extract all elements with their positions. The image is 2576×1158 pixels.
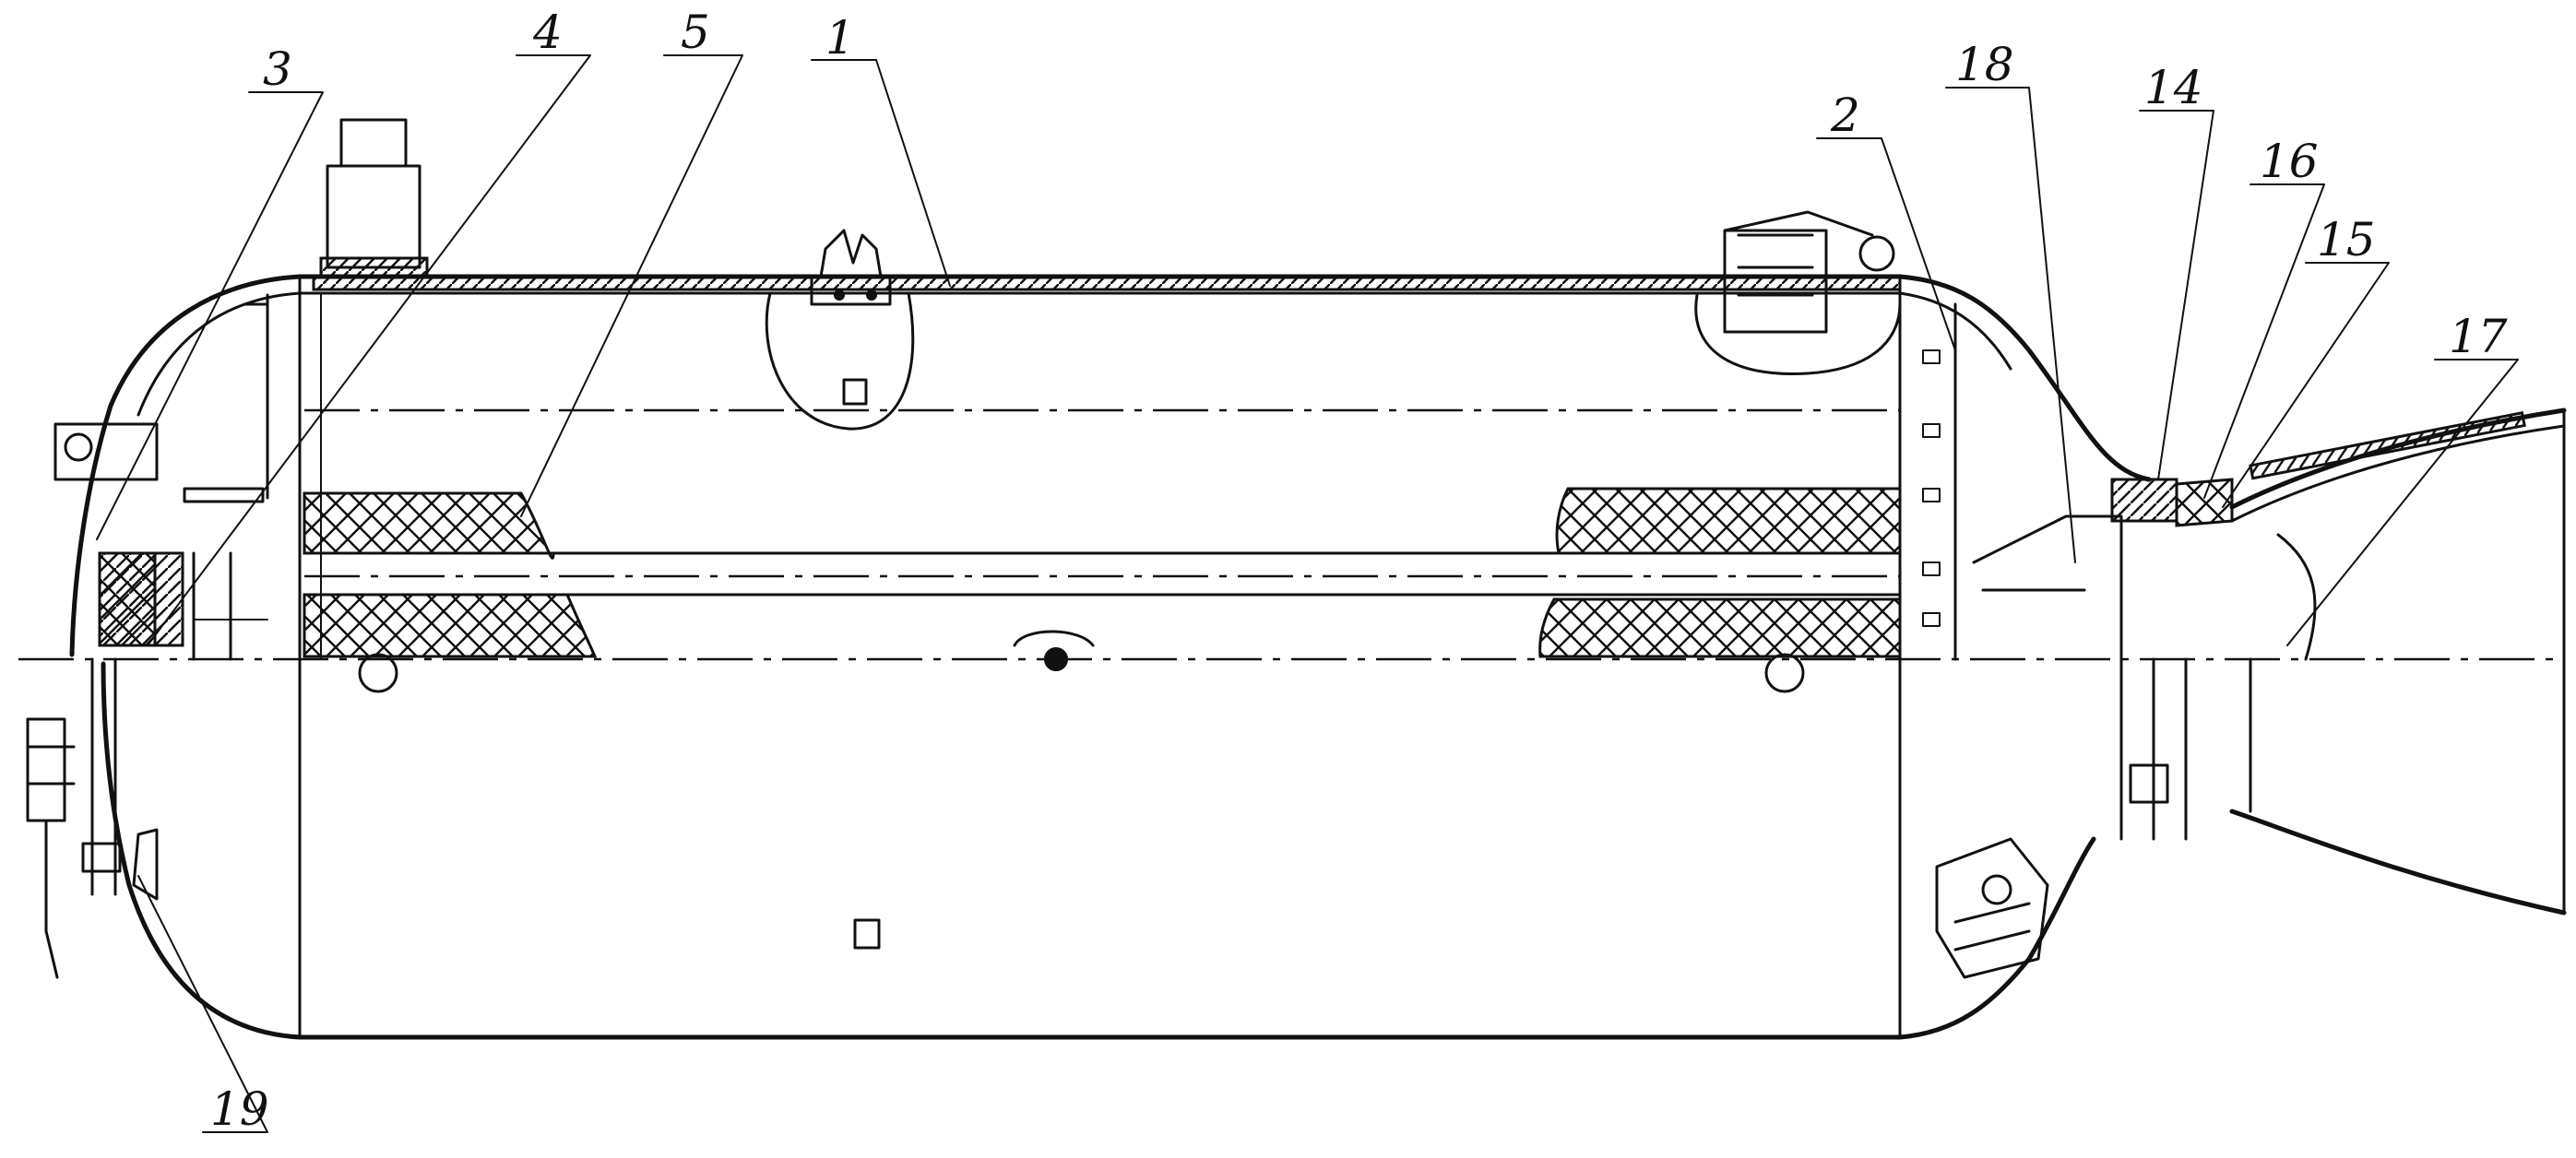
callout-5: 5 [681, 6, 710, 59]
callout-2: 2 [1830, 89, 1860, 142]
propellant-grain [303, 487, 1902, 658]
front-igniter-assembly [26, 293, 269, 979]
small-fitting-bottom [853, 918, 881, 950]
callout-19: 19 [210, 1082, 269, 1136]
bottom-center-lug [1013, 630, 1095, 671]
callout-14: 14 [2144, 61, 2203, 114]
small-fitting-top [842, 378, 868, 406]
top-left-lug [319, 118, 429, 278]
top-right-lug [1723, 210, 1895, 334]
nozzle [2229, 408, 2567, 916]
mount-ring-left [358, 653, 398, 693]
cutaway-window-left [765, 291, 915, 431]
callout-leaders [96, 54, 2519, 1133]
callout-16: 16 [2260, 135, 2319, 188]
top-center-lug [810, 229, 892, 306]
aft-closure [1922, 349, 2234, 841]
cutaway-window-right [1694, 293, 1902, 376]
callout-15: 15 [2317, 213, 2376, 266]
shell-wall-hatch [312, 275, 1902, 291]
callout-1: 1 [825, 11, 855, 65]
bottom-right-lug [1935, 837, 2049, 979]
callout-3: 3 [263, 42, 292, 96]
callout-18: 18 [1955, 38, 2014, 91]
mount-ring-right [1764, 653, 1805, 693]
callout-17: 17 [2449, 310, 2508, 363]
callout-4: 4 [532, 6, 563, 59]
